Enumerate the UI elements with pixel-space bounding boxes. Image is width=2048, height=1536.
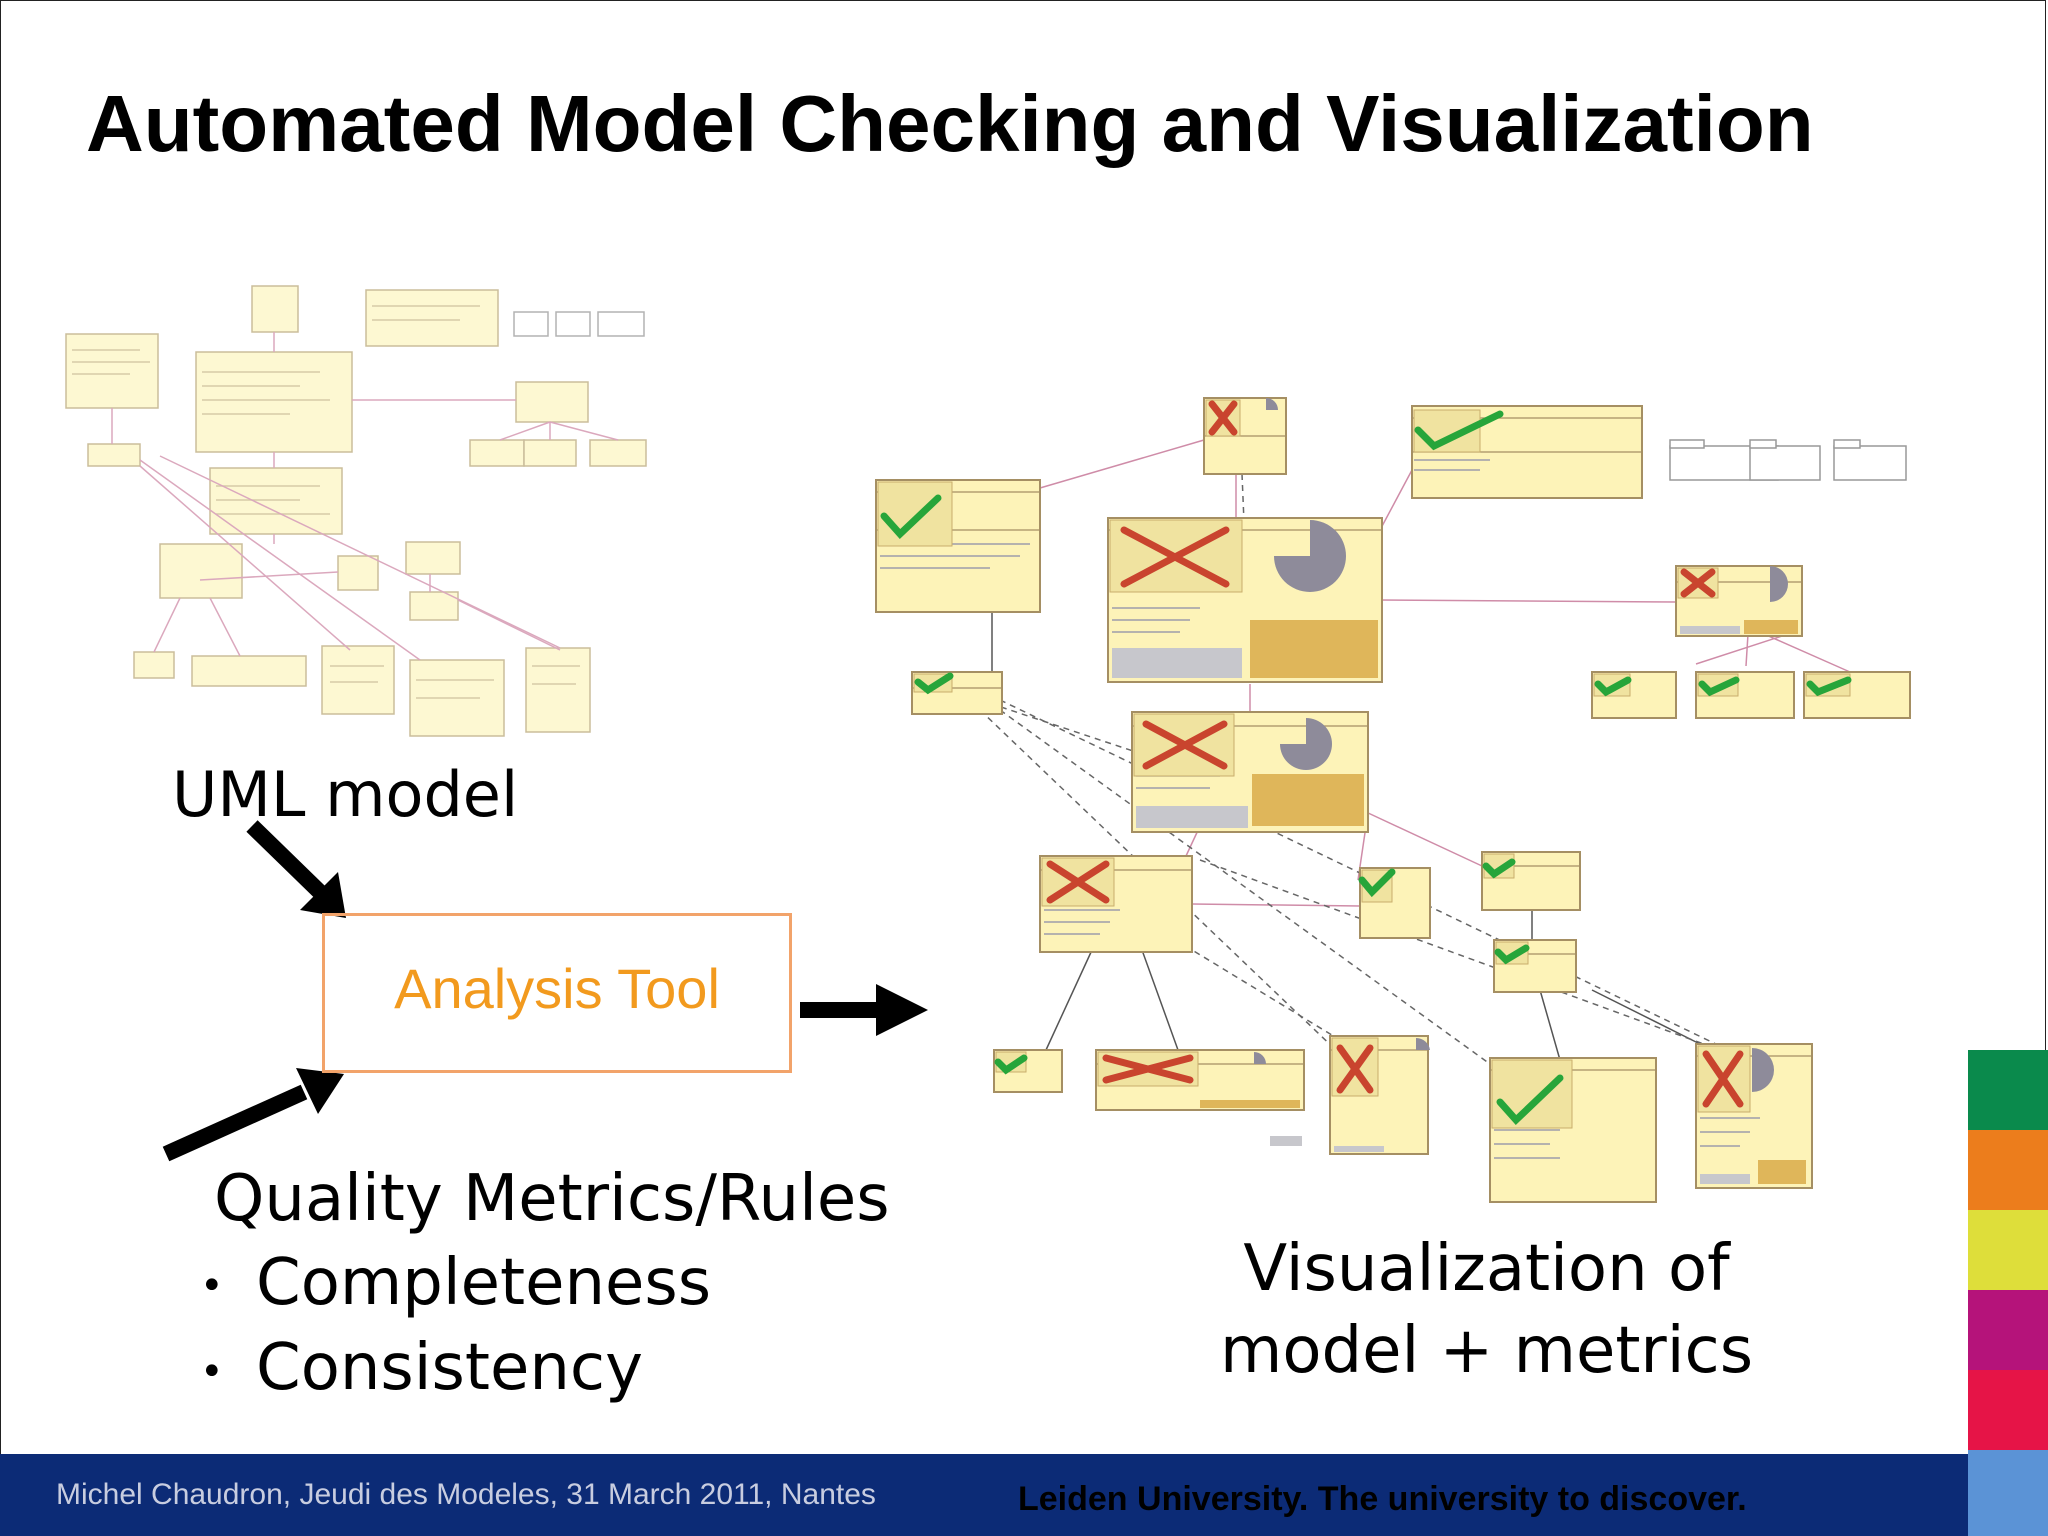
pie-icon xyxy=(1254,398,1788,1092)
color-stripe-magenta xyxy=(1968,1290,2048,1370)
list-item: •Consistency xyxy=(200,1327,711,1412)
cross-icon xyxy=(1046,400,1744,1108)
footer-bar: Michel Chaudron, Jeudi des Modeles, 31 M… xyxy=(0,1454,1968,1536)
bullet-icon: • xyxy=(200,1348,224,1395)
check-icon xyxy=(880,410,1852,1126)
uml-model-label: UML model xyxy=(172,758,519,831)
list-item: •Completeness xyxy=(200,1242,711,1327)
footer-tagline: Leiden University. The university to dis… xyxy=(1018,1480,1747,1518)
color-stripe-green xyxy=(1968,1050,2048,1130)
analysis-tool-box: Analysis Tool xyxy=(322,913,792,1073)
analysis-tool-label: Analysis Tool xyxy=(394,956,720,1020)
bullet-icon: • xyxy=(200,1263,224,1310)
color-stripe-red xyxy=(1968,1370,2048,1450)
color-stripe-orange xyxy=(1968,1130,2048,1210)
visualization-label: Visualization of model + metrics xyxy=(1220,1232,1754,1388)
footer-author: Michel Chaudron, Jeudi des Modeles, 31 M… xyxy=(56,1478,876,1511)
slide-title: Automated Model Checking and Visualizati… xyxy=(86,79,1814,168)
color-stripe-blue xyxy=(1968,1450,2048,1536)
quality-metrics-title: Quality Metrics/Rules xyxy=(214,1162,890,1236)
color-stripe-yellow xyxy=(1968,1210,2048,1290)
metrics-list: •Completeness •Consistency xyxy=(200,1242,711,1413)
